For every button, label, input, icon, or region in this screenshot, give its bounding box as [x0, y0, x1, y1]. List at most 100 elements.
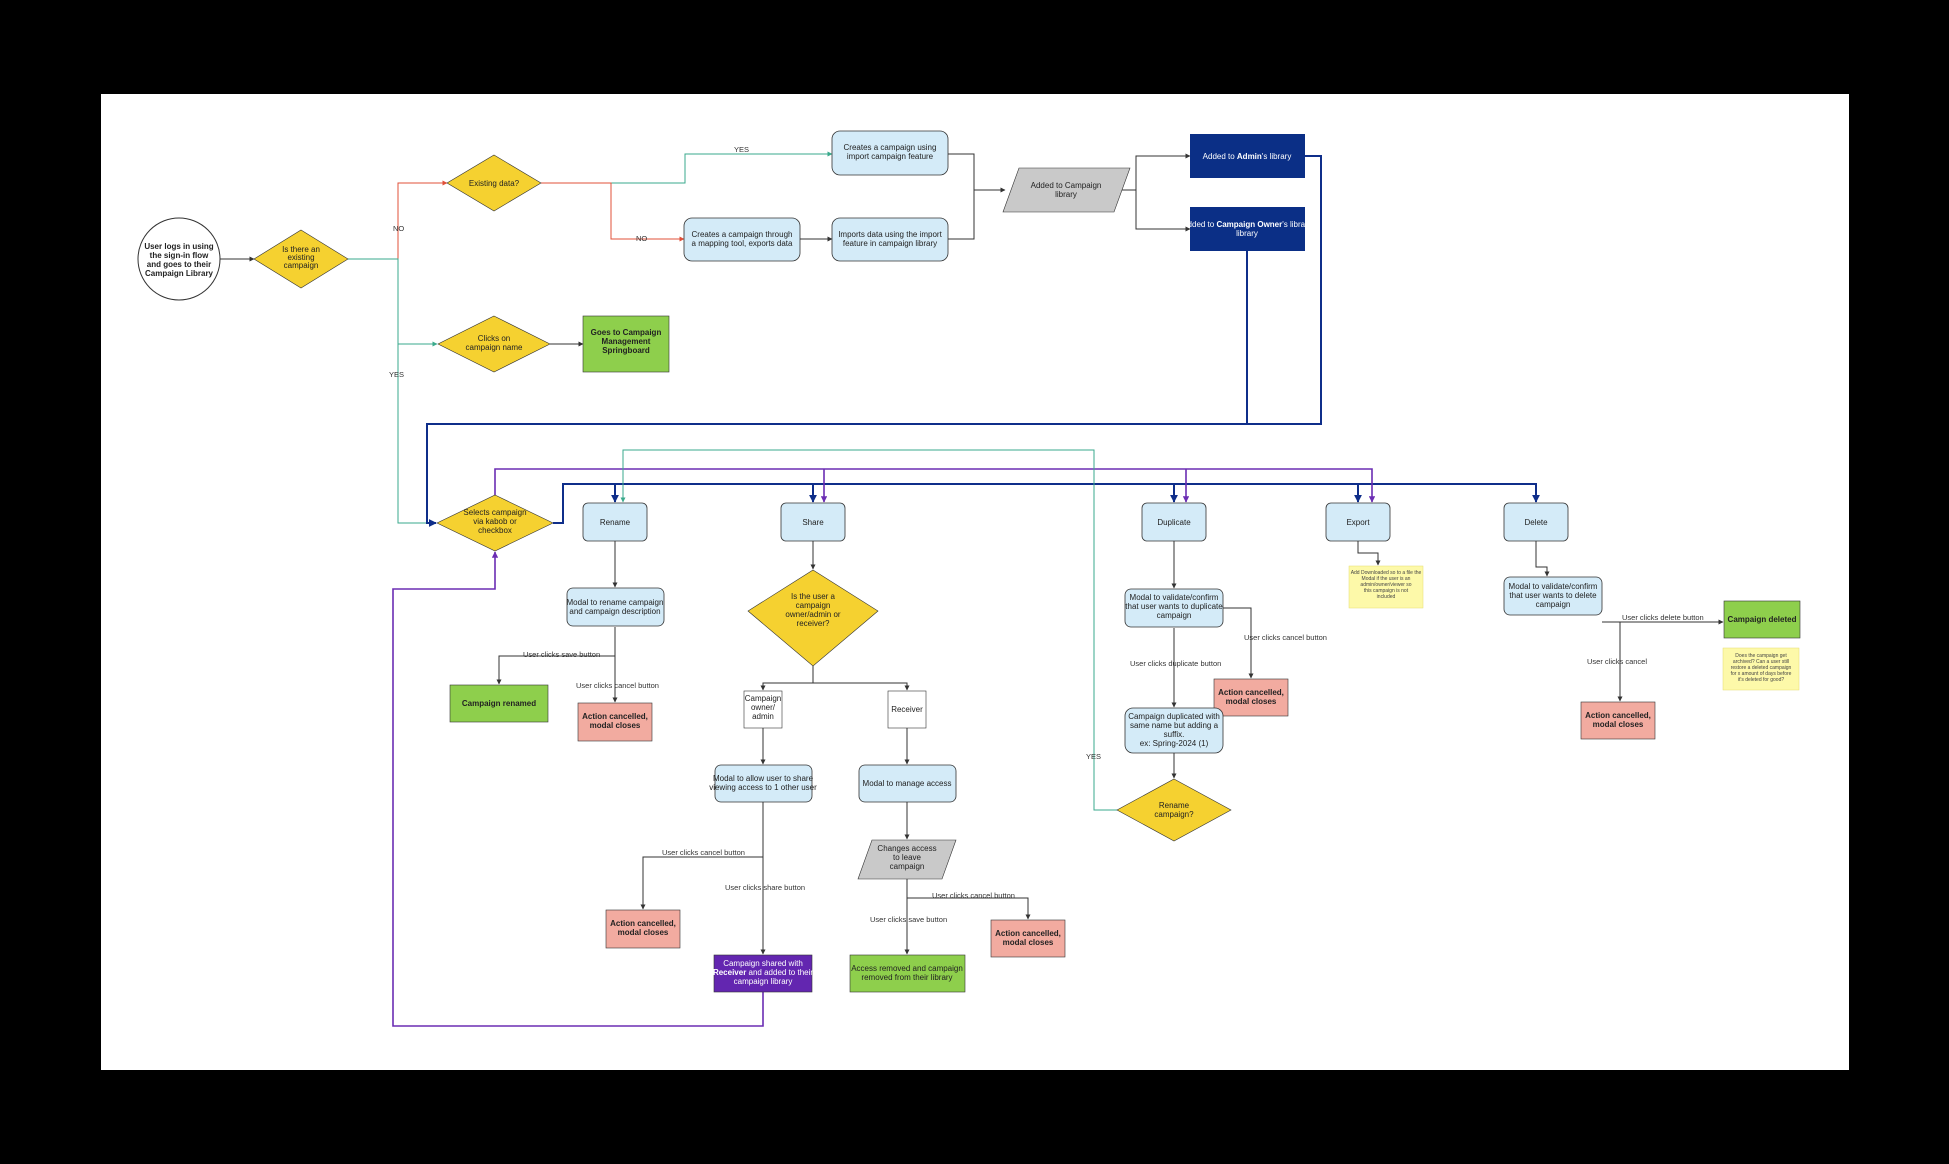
edges	[220, 151, 1724, 1027]
edge-library-to-admin	[1114, 153, 1191, 191]
svg-text:Receiver and added to their: Receiver and added to their	[713, 968, 813, 977]
svg-text:Added to Admin's library: Added to Admin's library	[1203, 152, 1292, 161]
edge-decision-split	[760, 666, 814, 691]
flowchart-diagram: YES NO NO YES User clicks save button Us…	[137, 130, 1801, 1027]
svg-text:Action cancelled,modal closes: Action cancelled,modal closes	[1218, 688, 1284, 706]
start-line: the sign-in flow	[150, 251, 209, 260]
edge-label: User clicks save button	[870, 915, 947, 924]
edge-label: User clicks cancel button	[662, 848, 745, 857]
svg-text:Rename: Rename	[600, 518, 631, 527]
svg-text:Duplicate: Duplicate	[1157, 518, 1191, 527]
svg-text:Share: Share	[802, 518, 824, 527]
svg-text:campaign library: campaign library	[734, 977, 793, 986]
svg-text:Modal to manage access: Modal to manage access	[863, 779, 952, 788]
edge-label: User clicks share button	[725, 883, 805, 892]
edge-export-to-note	[1357, 541, 1381, 566]
shared-node: Campaign shared with Receiver and added …	[713, 954, 813, 993]
edge-import-to-library	[948, 153, 1006, 193]
svg-text:Action cancelled,modal closes: Action cancelled,modal closes	[582, 712, 648, 730]
edge-existing-yes	[301, 258, 437, 526]
existing-data-text: Existing data?	[469, 179, 520, 188]
svg-text:Action cancelled,modal closes: Action cancelled,modal closes	[610, 919, 676, 937]
edge-label: NO	[636, 234, 647, 243]
owner-library-node: Added to Campaign Owner's library librar…	[1182, 207, 1312, 251]
edge-rename-yes-loop	[620, 449, 1117, 811]
start-line: and goes to their	[147, 260, 211, 269]
edge-existing-data-no	[541, 182, 685, 242]
receiver-node: Receiver	[887, 690, 927, 729]
svg-text:Action cancelled,modal closes: Action cancelled,modal closes	[1585, 711, 1651, 729]
export-node: Export	[1325, 502, 1391, 542]
edge-delete-cancel	[1602, 621, 1623, 702]
edge-label: User clicks cancel button	[576, 681, 659, 690]
edge-bus-purple	[494, 468, 1376, 507]
start-line: User logs in using	[144, 242, 213, 251]
campaign-renamed-node: Campaign renamed	[449, 684, 549, 723]
edge-label: YES	[1086, 752, 1101, 761]
edge-label: YES	[389, 370, 404, 379]
cancel-duplicate-node: Action cancelled,modal closes	[1213, 678, 1289, 717]
svg-text:Campaign renamed: Campaign renamed	[462, 699, 536, 708]
cancel-delete-node: Action cancelled,modal closes	[1580, 701, 1656, 740]
svg-text:Campaign shared with: Campaign shared with	[723, 959, 803, 968]
svg-text:Export: Export	[1346, 518, 1370, 527]
edge-labels: YES NO NO YES User clicks save button Us…	[389, 145, 1704, 924]
svg-text:Added to Campaign Owner's libr: Added to Campaign Owner's library	[1182, 220, 1312, 229]
modal-manage-node: Modal to manage access	[858, 764, 957, 803]
duplicate-node: Duplicate	[1141, 502, 1207, 542]
svg-text:Campaign deleted: Campaign deleted	[1728, 615, 1797, 624]
existing-data-decision: Existing data?	[446, 154, 542, 212]
svg-text:library: library	[1236, 229, 1258, 238]
edge-admin-loop	[426, 155, 1322, 527]
admin-library-node: Added to Admin's library	[1190, 134, 1305, 178]
edge-delete-to-modal	[1535, 541, 1550, 577]
cancel-rename-node: Action cancelled,modal closes	[577, 702, 653, 742]
start-line: Campaign Library	[145, 269, 214, 278]
edge-label: User clicks save button	[523, 650, 600, 659]
edge-library-to-owner	[1135, 190, 1191, 232]
svg-text:Action cancelled,modal closes: Action cancelled,modal closes	[995, 929, 1061, 947]
rename-node: Rename	[582, 502, 648, 542]
edge-label: User clicks duplicate button	[1130, 659, 1221, 668]
edge-existing-data-yes	[541, 151, 833, 184]
share-node: Share	[780, 502, 846, 542]
edge-label: NO	[393, 224, 404, 233]
edge-dup-cancel	[1218, 607, 1254, 679]
